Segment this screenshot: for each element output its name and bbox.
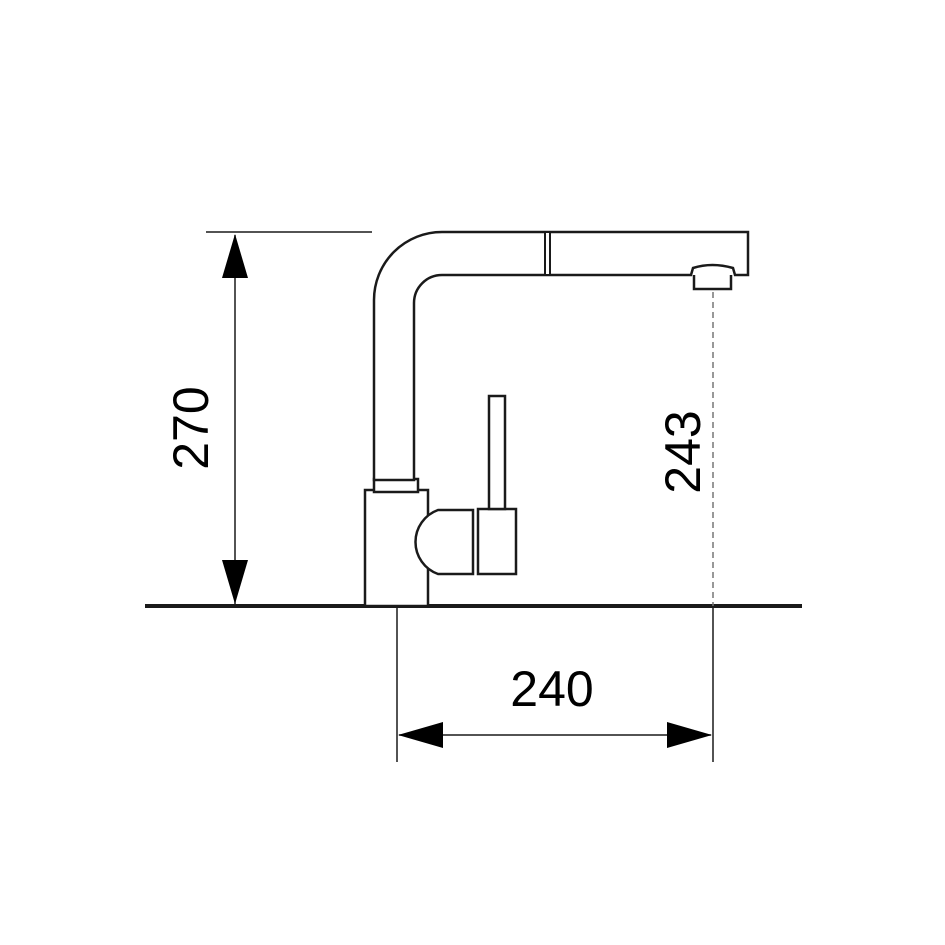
reach-dimension: 240 xyxy=(396,608,714,762)
lever-cartridge xyxy=(414,508,475,576)
reach-label: 240 xyxy=(510,661,593,717)
height-dimension: 270 xyxy=(163,231,372,604)
aerator xyxy=(692,275,733,291)
pullout-joint xyxy=(544,231,551,276)
faucet-column-spout xyxy=(372,230,750,482)
lever-hub xyxy=(476,507,518,576)
height-arrow-top xyxy=(222,234,248,278)
height-label: 270 xyxy=(163,386,219,469)
spout-height-dimension: 243 xyxy=(655,292,714,606)
reach-arrow-right xyxy=(667,722,712,748)
spout-height-label: 243 xyxy=(655,410,711,493)
lever-handle xyxy=(487,394,507,511)
reach-arrow-left xyxy=(398,722,443,748)
height-arrow-bottom xyxy=(222,560,248,604)
faucet-outline xyxy=(363,230,750,608)
